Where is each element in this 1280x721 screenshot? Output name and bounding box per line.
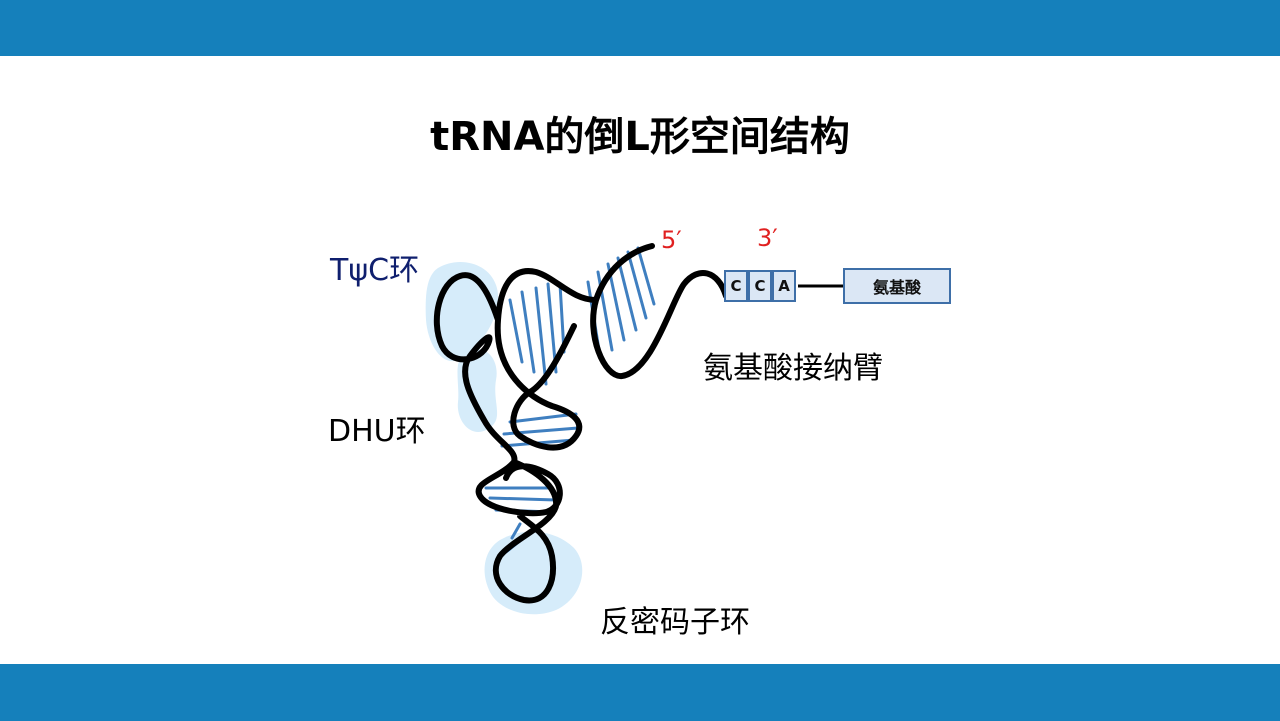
amino-acid-box: 氨基酸 [843,268,951,304]
trna-backbone-strand [433,243,729,604]
acceptor-arm-label: 氨基酸接纳臂 [703,351,883,386]
loop-shading [425,261,583,615]
tpsic-loop-label: TψC环 [330,253,420,288]
dhu-loop-label: DHU环 [328,414,426,449]
bottom-banner [0,664,1280,721]
cca-nucleotide-c1: C [724,270,748,302]
top-banner [0,0,1280,56]
five-prime-label: 5′ [661,226,682,254]
cca-nucleotide-a: A [772,270,796,302]
slide-title: tRNA的倒L形空间结构 [430,114,850,160]
cca-nucleotide-c2: C [748,270,772,302]
three-prime-label: 3′ [757,224,778,252]
anticodon-loop-label: 反密码子环 [600,605,750,640]
